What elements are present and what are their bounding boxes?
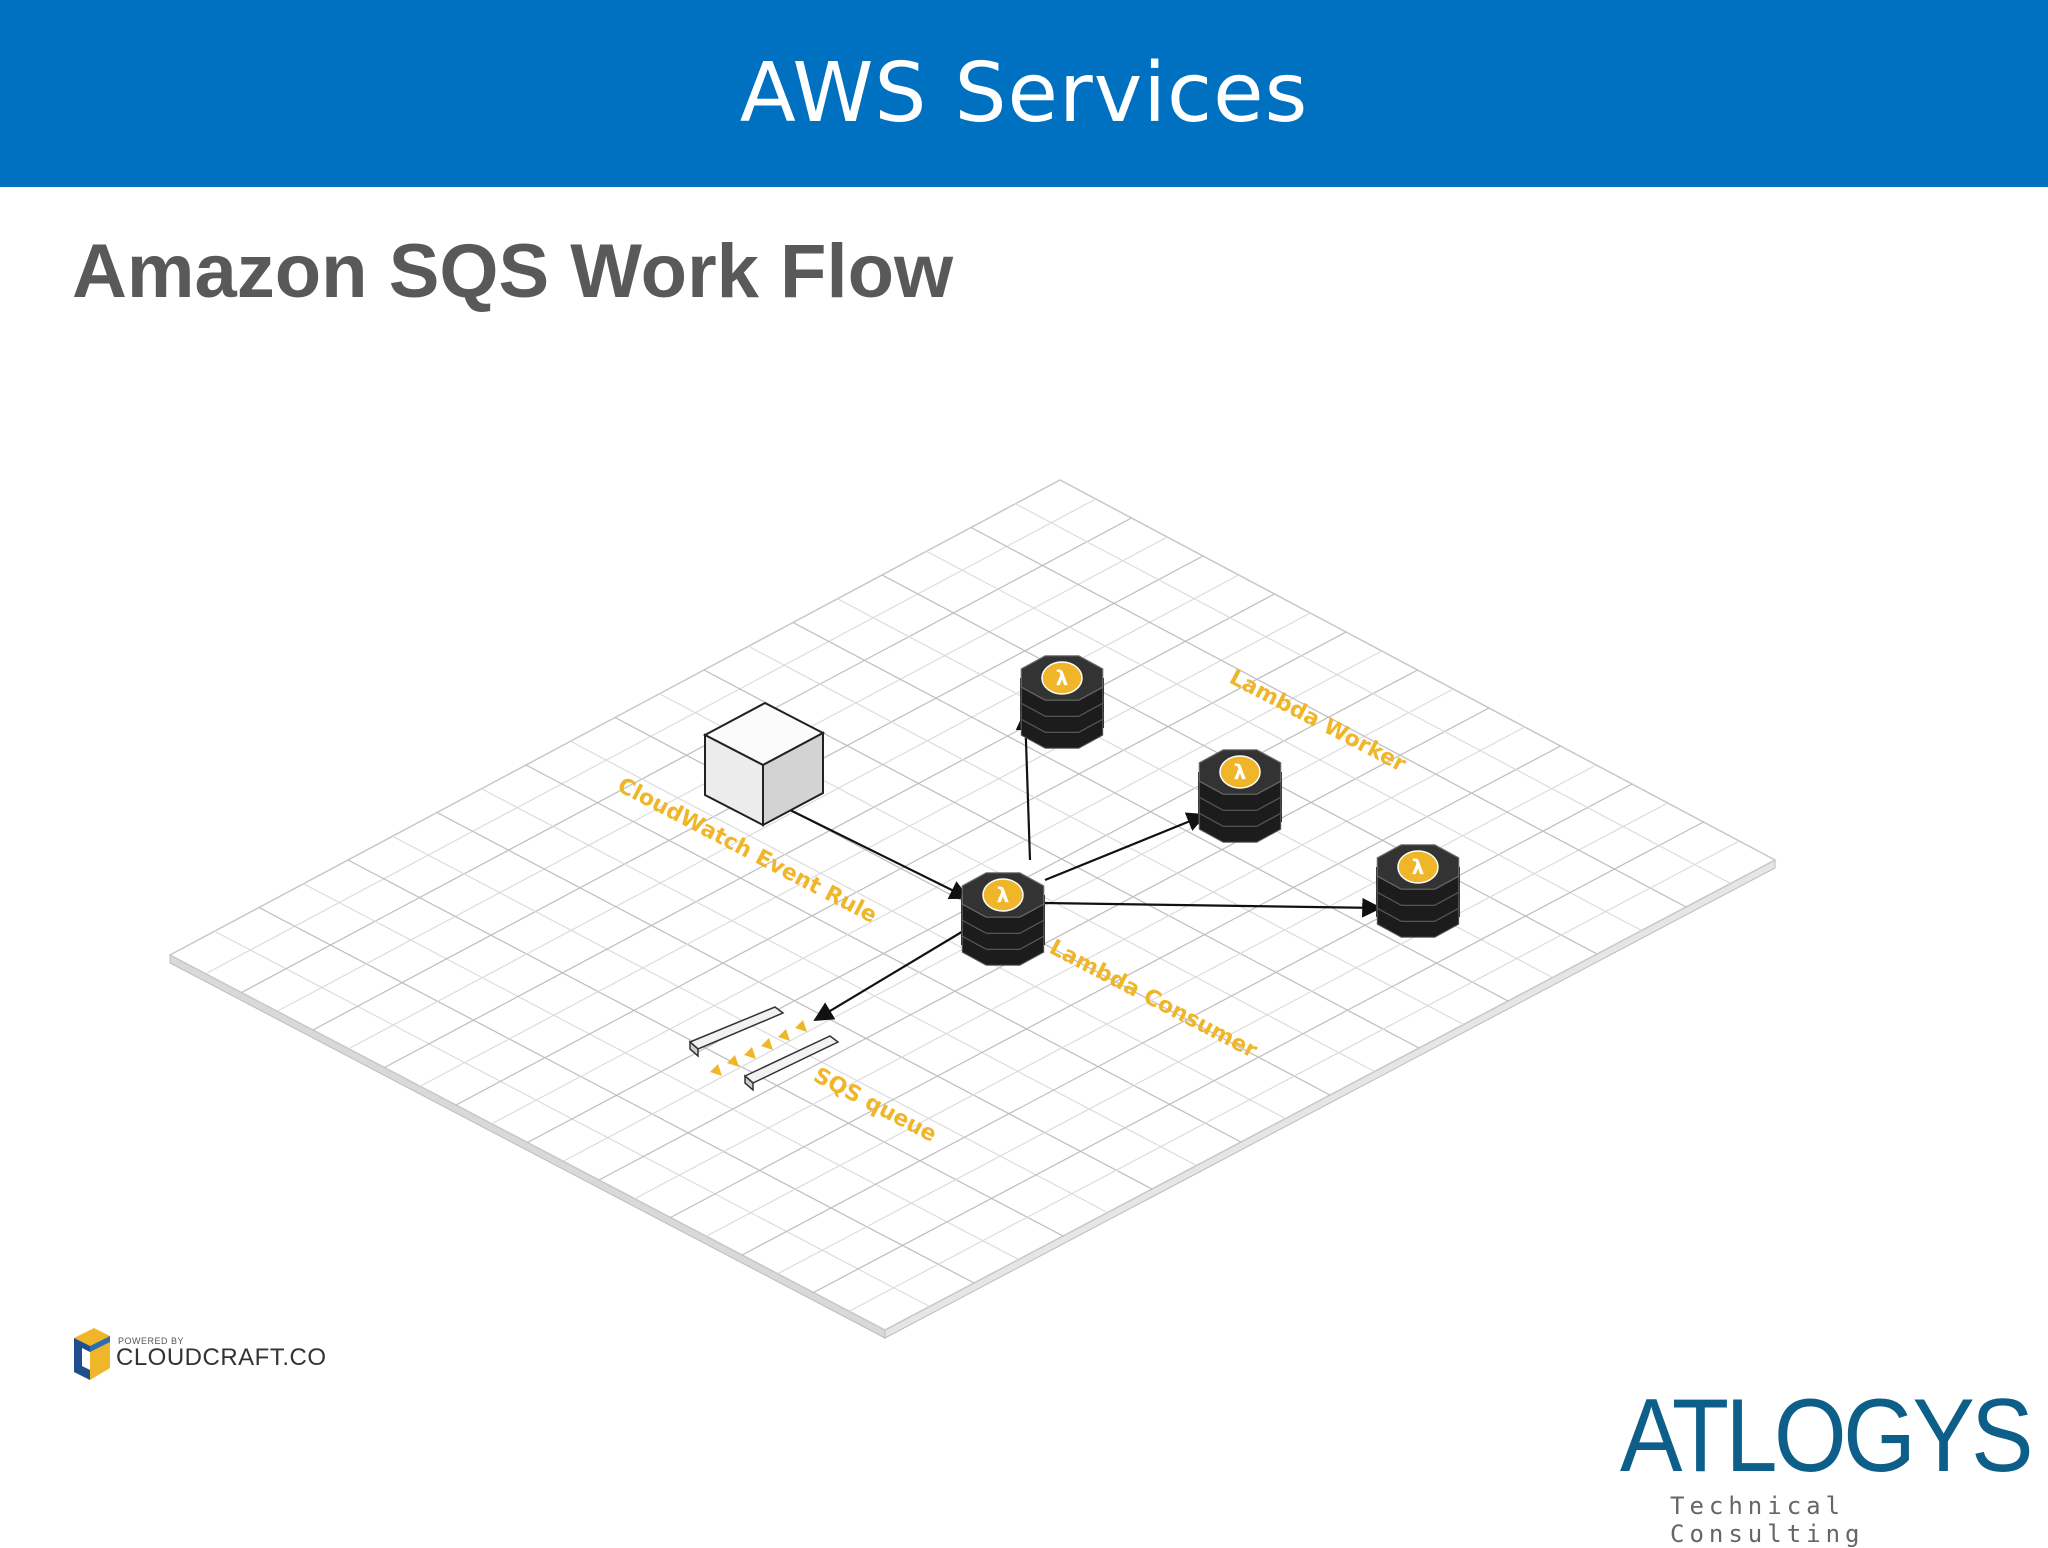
grid-line [970, 526, 1687, 908]
atlogys-tagline: Technical Consulting [1670, 1492, 1865, 1548]
grid-line [748, 645, 1464, 1026]
arrow-consumer-to-sqs [813, 929, 966, 1022]
queue-message [710, 1064, 722, 1076]
cloudcraft-logo: POWERED BY CLOUDCRAFT.CO [72, 1326, 332, 1386]
grid-line [848, 840, 1740, 1312]
cloudcraft-cube-icon [74, 1328, 110, 1380]
cloudcraft-powered-by: POWERED BY [118, 1336, 185, 1346]
cloudcraft-name: CLOUDCRAFT.CO [116, 1344, 327, 1371]
arrow-consumer-to-worker-3 [1044, 897, 1382, 918]
grid-line [1015, 503, 1731, 885]
grid-line [741, 783, 1633, 1256]
lambda-worker-node: λ [1020, 655, 1104, 749]
header-bar: AWS Services [0, 0, 2048, 187]
queue-message [727, 1055, 739, 1067]
lambda-worker-node: λ [1198, 749, 1282, 843]
atlogys-wordmark: ATLOGYS [1620, 1378, 2034, 1494]
grid-line [705, 764, 1597, 1237]
queue-message [744, 1047, 756, 1059]
cloudwatch-cube [702, 701, 826, 827]
lambda-worker-node: λ [1376, 844, 1460, 938]
lambda-icon [1397, 850, 1439, 884]
sqs-queue [688, 1006, 840, 1092]
page-title: AWS Services [739, 46, 1309, 141]
lambda-symbol: λ [1412, 855, 1425, 879]
queue-message [795, 1020, 807, 1032]
arrow-cloudwatch-to-consumer [789, 809, 970, 899]
grid-line [634, 726, 1526, 1200]
grid-line [813, 821, 1704, 1294]
grid-line [670, 745, 1561, 1219]
lambda-consumer-node: λ [961, 872, 1045, 966]
lambda-symbol: λ [1234, 760, 1247, 784]
queue-message [778, 1029, 790, 1041]
lambda-icon [982, 878, 1024, 912]
grid-line [792, 621, 1509, 1002]
lambda-symbol: λ [997, 883, 1010, 907]
queue-message [761, 1038, 773, 1050]
lambda-symbol: λ [1056, 666, 1069, 690]
lambda-icon [1041, 661, 1083, 695]
atlogys-logo: ATLOGYS Technical Consulting [1618, 1384, 2034, 1548]
connections [789, 710, 1382, 1022]
lambda-icon [1219, 755, 1261, 789]
grid-line [926, 550, 1642, 932]
arrow-consumer-to-worker-2 [1044, 812, 1207, 882]
slide-subtitle: Amazon SQS Work Flow [72, 229, 954, 314]
grid-line [777, 802, 1669, 1275]
